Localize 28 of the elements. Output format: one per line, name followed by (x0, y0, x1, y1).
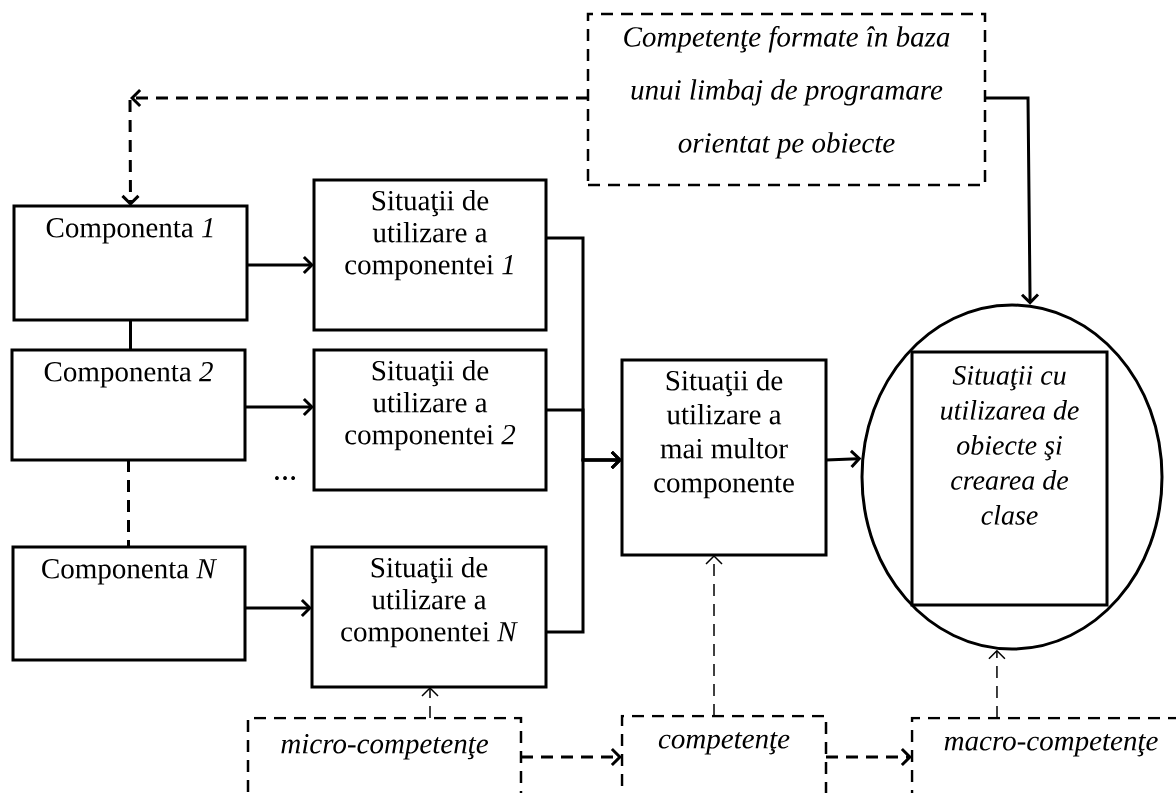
connector-line (127, 460, 130, 547)
ellipsis: … (275, 476, 296, 480)
dashed-box: micro-competenţe (246, 716, 523, 793)
process-box: Componenta 1 (12, 204, 249, 322)
arrow (121, 88, 588, 206)
arrow (546, 450, 622, 634)
arrow (245, 397, 314, 417)
ellipse (860, 303, 1164, 651)
text-box: Situaţii cu utilizarea de obiecte şi crearea de clase (910, 350, 1109, 607)
arrow (245, 598, 312, 618)
process-box: Situaţii de utilizare a componentei 2 (312, 348, 548, 492)
process-box: Componenta 2 (10, 348, 247, 462)
arrow (521, 747, 622, 767)
dashed-box: Competenţe formate în baza unui limbaj de programare orientat pe obiecte (586, 12, 987, 187)
arrow (825, 449, 862, 468)
dashed-box: competenţe (620, 714, 828, 793)
arrow (826, 747, 912, 767)
arrow (247, 255, 314, 275)
arrow (988, 649, 1006, 719)
process-box: Situaţii de utilizare a componentei 1 (312, 178, 548, 332)
dashed-box: macro-competenţe (910, 716, 1176, 793)
process-box: Situaţii de utilizare a mai multor componente (620, 358, 828, 557)
arrow (421, 687, 439, 719)
arrow (985, 96, 1040, 305)
arrow (705, 555, 723, 717)
process-box: Situaţii de utilizare a componentei N (310, 545, 548, 689)
connector-line (129, 320, 132, 350)
process-box: Componenta N (11, 545, 247, 662)
